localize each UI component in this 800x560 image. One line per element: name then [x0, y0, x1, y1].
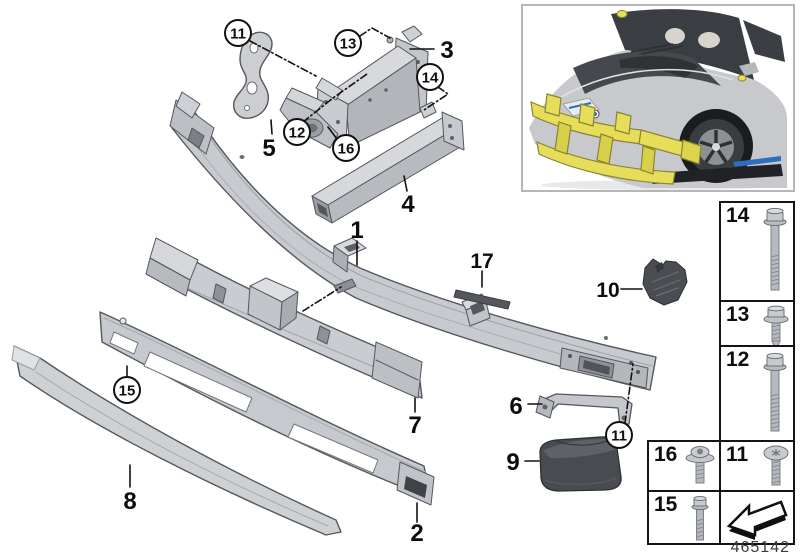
- part-1-bumper-carrier: [169, 91, 657, 391]
- circled-callouts: 11 13 14 12 16: [113, 19, 633, 449]
- label-part-8[interactable]: 8: [123, 488, 136, 515]
- legend-cell-arrow[interactable]: [719, 490, 795, 545]
- svg-text:11[interactable]: 11: [611, 428, 627, 445]
- car-seat: [698, 32, 720, 48]
- callout-16[interactable]: 16: [332, 134, 360, 162]
- vehicle-thumbnail: [521, 4, 795, 192]
- label-part-7[interactable]: 7: [408, 412, 421, 439]
- long-hex-bolt-icon: [763, 207, 787, 291]
- highlight-hood-marker: [616, 10, 628, 18]
- car-rocker: [643, 164, 783, 184]
- legend-cell-15-label: 15: [654, 493, 678, 516]
- legend-cell-15[interactable]: 15: [647, 490, 721, 545]
- car-hood-vent: [619, 56, 699, 78]
- part-number-labels: 3 5 4 1 17 10 7 6 9 8 2: [123, 37, 619, 547]
- svg-text:14[interactable]: 14: [422, 70, 439, 87]
- car-wiper: [630, 43, 674, 53]
- label-part-5[interactable]: 5: [262, 135, 275, 162]
- callout-11-top[interactable]: 11: [224, 19, 252, 47]
- label-part-3[interactable]: 3: [440, 37, 453, 64]
- part-4-side-rail: [311, 111, 465, 224]
- legend-cell-11-label: 11: [726, 443, 749, 466]
- svg-text:15[interactable]: 15: [119, 383, 136, 400]
- legend-cell-11[interactable]: 11: [719, 440, 795, 492]
- car-seat: [665, 28, 685, 44]
- legend-cell-16-label: 16: [654, 443, 678, 466]
- svg-text:13[interactable]: 13: [340, 36, 357, 53]
- svg-text:12[interactable]: 12: [289, 125, 306, 142]
- car-hub: [712, 143, 720, 151]
- callout-12[interactable]: 12: [283, 118, 311, 146]
- legend-cell-13-label: 13: [726, 303, 750, 326]
- small-hex-bolt-icon: [691, 496, 709, 541]
- leader-lines: [126, 27, 643, 523]
- label-part-4[interactable]: 4: [401, 191, 415, 218]
- direction-arrow-icon: [726, 500, 788, 540]
- svg-text:11[interactable]: 11: [230, 26, 246, 43]
- highlight-mirror-marker: [737, 74, 747, 82]
- car-headlight-accent: [568, 102, 592, 109]
- legend-cell-16[interactable]: 16: [647, 440, 721, 492]
- legend-cell-14-label: 14: [726, 204, 750, 227]
- legend-cell-12[interactable]: 12: [719, 345, 795, 442]
- long-hex-bolt-icon: [763, 352, 787, 432]
- callout-14[interactable]: 14: [416, 63, 444, 91]
- washer-head-screw-icon: [685, 446, 715, 484]
- car-windshield: [611, 9, 754, 80]
- label-part-2[interactable]: 2: [410, 520, 423, 547]
- highlight-bumper-structure: [530, 93, 702, 185]
- label-part-17[interactable]: 17: [470, 250, 493, 273]
- part-10-holder: [642, 258, 688, 306]
- legend-cell-14[interactable]: 14: [719, 201, 795, 302]
- car-wiper: [640, 45, 684, 55]
- pan-head-screw-icon: [763, 445, 789, 486]
- part-7-impact-absorber: [145, 237, 423, 399]
- callout-13[interactable]: 13: [334, 29, 362, 57]
- car-side-window: [743, 20, 785, 62]
- car-mirror: [739, 62, 759, 76]
- part-9-cap: [539, 436, 622, 492]
- flange-hex-bolt-icon: [763, 305, 789, 347]
- label-part-9[interactable]: 9: [506, 449, 519, 476]
- callout-11-bottom[interactable]: 11: [605, 421, 633, 449]
- svg-text:16[interactable]: 16: [338, 141, 355, 158]
- callout-15[interactable]: 15: [113, 376, 141, 404]
- car-blue-sill-stripe: [733, 156, 781, 167]
- label-part-10[interactable]: 10: [596, 279, 619, 302]
- label-part-1[interactable]: 1: [350, 217, 363, 244]
- legend-cell-13[interactable]: 13: [719, 300, 795, 347]
- drawing-number: 465142: [730, 539, 790, 556]
- vehicle-illustration: [529, 9, 787, 190]
- part-15-lower-carrier: [99, 311, 435, 506]
- car-hood-crease: [552, 68, 734, 103]
- part-5-bracket: [233, 31, 273, 119]
- part-17-strip: [453, 289, 511, 310]
- legend-cell-12-label: 12: [726, 348, 750, 371]
- part-3-crash-box: [279, 25, 437, 149]
- part-8-lower-strip: [11, 345, 342, 536]
- label-part-6[interactable]: 6: [509, 393, 522, 420]
